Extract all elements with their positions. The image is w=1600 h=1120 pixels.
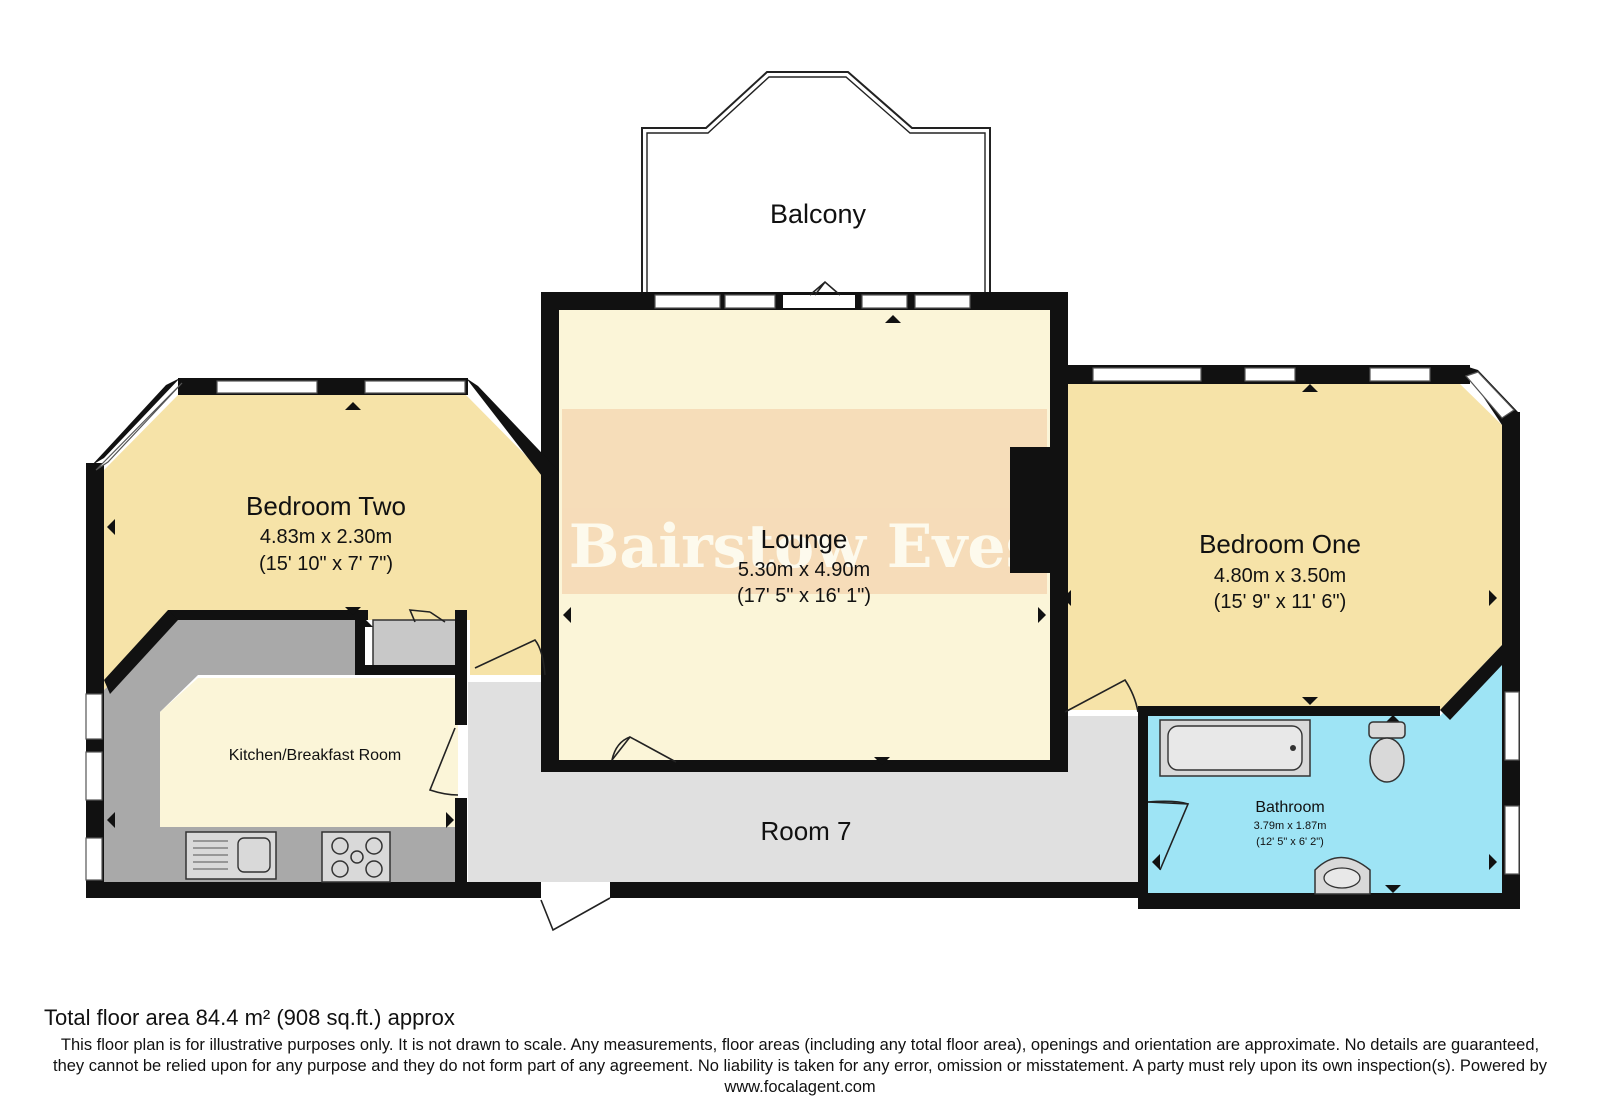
svg-text:Bedroom One: Bedroom One <box>1199 529 1361 559</box>
room-7-floor <box>468 682 1142 882</box>
bathroom-label: Bathroom 3.79m x 1.87m (12' 5" x 6' 2") <box>1254 799 1327 848</box>
hob <box>321 831 391 883</box>
svg-text:(15' 9" x 11' 6"): (15' 9" x 11' 6") <box>1214 591 1347 613</box>
bedroom-two-label: Bedroom Two 4.83m x 2.30m (15' 10" x 7' … <box>246 491 406 575</box>
svg-text:Bathroom: Bathroom <box>1255 799 1324 816</box>
room-7-label: Room 7 <box>760 816 851 846</box>
sink <box>185 831 277 880</box>
kitchen-label: Kitchen/Breakfast Room <box>229 747 402 764</box>
cupboard <box>372 619 459 669</box>
bathroom-floor <box>1148 652 1502 893</box>
disclaimer-text: This floor plan is for illustrative purp… <box>52 1036 1547 1096</box>
svg-text:Bedroom Two: Bedroom Two <box>246 491 406 521</box>
svg-text:(17' 5" x 16' 1"): (17' 5" x 16' 1") <box>737 585 871 607</box>
svg-text:4.80m x 3.50m: 4.80m x 3.50m <box>1214 565 1346 587</box>
balcony-label: Balcony <box>770 199 867 229</box>
svg-text:(15' 10" x 7' 7"): (15' 10" x 7' 7") <box>259 553 393 575</box>
svg-text:3.79m x 1.87m: 3.79m x 1.87m <box>1254 820 1327 832</box>
balcony: Balcony <box>641 71 991 295</box>
floor-plan: Balcony Bairstow Eves <box>85 71 1520 932</box>
svg-text:Lounge: Lounge <box>761 524 848 554</box>
fixtures <box>185 719 1406 895</box>
doors <box>408 280 1190 932</box>
kitchen-floor <box>160 678 458 827</box>
bedroom-one-floor <box>1059 384 1502 710</box>
watermark-text: Bairstow Eves <box>569 512 1040 582</box>
svg-text:5.30m x 4.90m: 5.30m x 4.90m <box>738 559 870 581</box>
windows <box>85 294 1520 881</box>
basin <box>1314 856 1371 895</box>
bath-tub <box>1159 719 1311 777</box>
kitchen-worktop <box>104 620 458 882</box>
toilet <box>1368 721 1406 783</box>
svg-text:4.83m x 2.30m: 4.83m x 2.30m <box>260 526 392 548</box>
svg-text:(12' 5" x 6' 2"): (12' 5" x 6' 2") <box>1256 836 1324 848</box>
watermark: Bairstow Eves <box>562 409 1047 594</box>
total-floor-area: Total floor area 84.4 m² (908 sq.ft.) ap… <box>44 1005 455 1030</box>
wall-markers <box>107 315 1497 893</box>
lounge-label: Lounge 5.30m x 4.90m (17' 5" x 16' 1") <box>737 524 871 607</box>
balcony-outline <box>641 71 991 295</box>
footer: Total floor area 84.4 m² (908 sq.ft.) ap… <box>44 1005 1556 1098</box>
bedroom-one-label: Bedroom One 4.80m x 3.50m (15' 9" x 11' … <box>1199 529 1361 613</box>
